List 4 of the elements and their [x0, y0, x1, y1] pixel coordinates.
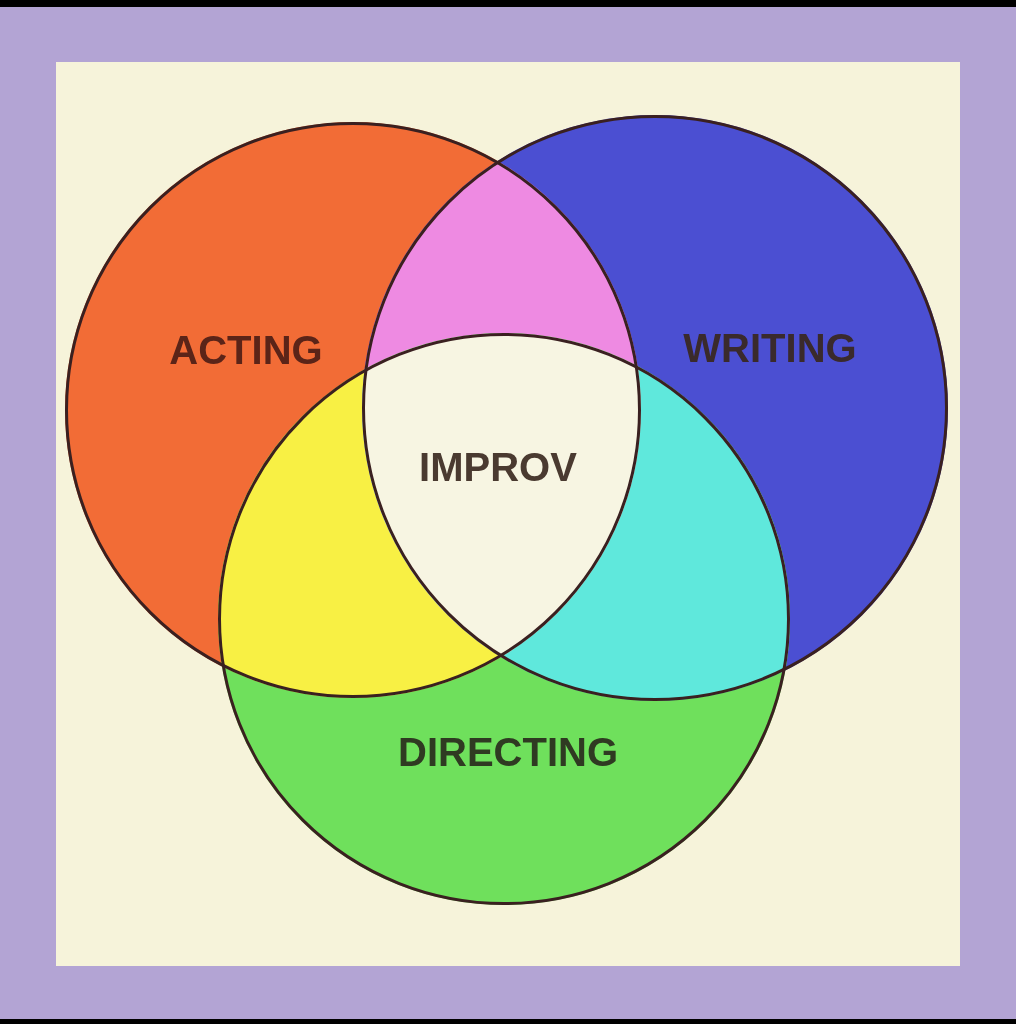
circle-label: DIRECTING	[398, 732, 618, 772]
circle-label: WRITING	[683, 328, 857, 368]
center-label: IMPROV	[419, 447, 577, 487]
circle-label: ACTING	[169, 330, 323, 370]
